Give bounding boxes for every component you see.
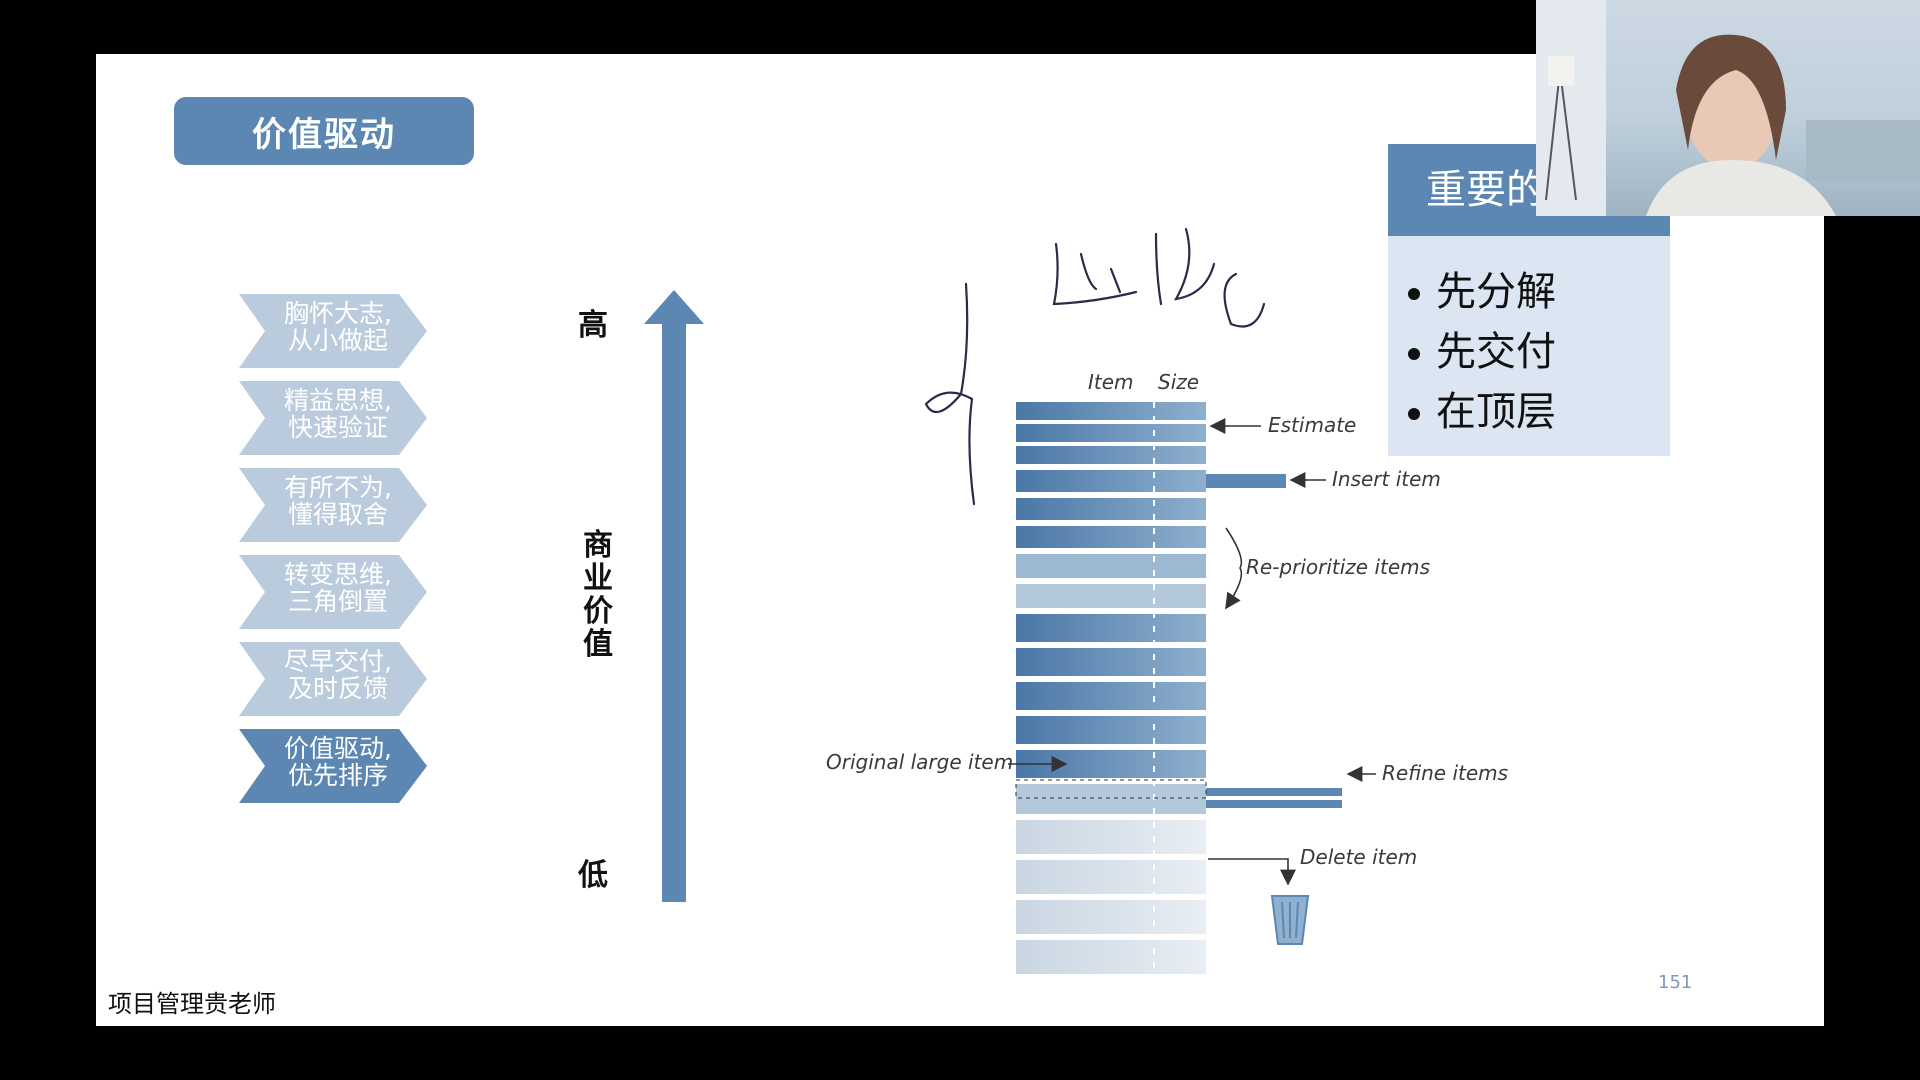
important-item: 先分解 bbox=[1404, 262, 1664, 322]
chevron-shape bbox=[239, 642, 427, 716]
chevron-shape bbox=[239, 381, 427, 455]
slide-title: 价值驱动 bbox=[174, 97, 474, 165]
principle-line1: 转变思维, bbox=[284, 560, 392, 589]
principle-line2: 懂得取舍 bbox=[287, 500, 388, 529]
chevron-shape bbox=[239, 468, 427, 542]
col-size-header: Size bbox=[1158, 370, 1199, 394]
slide: 价值驱动 胸怀大志,从小做起 精益思想,快速验证 有所不为,懂得取舍 转变思维,… bbox=[96, 54, 1824, 1026]
principle-line2: 快速验证 bbox=[287, 413, 388, 442]
chevron-shape bbox=[239, 729, 427, 803]
original-large-item-label: Original large item bbox=[826, 750, 1013, 774]
principle-line2: 从小做起 bbox=[287, 326, 388, 355]
important-box: 重要的 先分解 先交付 在顶层 bbox=[1388, 144, 1670, 456]
refine-items-label: Refine items bbox=[1382, 761, 1508, 785]
delete-item-label: Delete item bbox=[1300, 845, 1417, 869]
principle-line1: 胸怀大志, bbox=[284, 299, 392, 328]
important-list: 先分解 先交付 在顶层 bbox=[1404, 262, 1664, 442]
principle-item: 转变思维,三角倒置 bbox=[239, 555, 427, 629]
estimate-label: Estimate bbox=[1268, 413, 1356, 437]
important-item: 先交付 bbox=[1404, 322, 1664, 382]
principle-line1: 尽早交付, bbox=[284, 647, 392, 676]
bullet-icon bbox=[1408, 408, 1420, 420]
principle-item: 精益思想,快速验证 bbox=[239, 381, 427, 455]
important-item: 在顶层 bbox=[1404, 382, 1664, 442]
chevron-shape bbox=[239, 555, 427, 629]
principle-line1: 精益思想, bbox=[284, 386, 392, 415]
bullet-icon bbox=[1408, 288, 1420, 300]
handwriting-annotation bbox=[924, 227, 1266, 506]
insert-item-label: Insert item bbox=[1332, 467, 1441, 491]
principle-line1: 有所不为, bbox=[284, 473, 392, 502]
bullet-icon bbox=[1408, 348, 1420, 360]
principle-line2: 优先排序 bbox=[287, 761, 388, 790]
principle-item-active: 价值驱动,优先排序 bbox=[239, 729, 427, 803]
axis-mid-label: 商 业 价 值 bbox=[583, 528, 613, 662]
principle-item: 有所不为,懂得取舍 bbox=[239, 468, 427, 542]
principle-line2: 三角倒置 bbox=[287, 587, 388, 616]
reprioritize-label: Re-prioritize items bbox=[1246, 555, 1430, 579]
backlog-diagram: Item Size bbox=[716, 174, 1536, 998]
principle-line2: 及时反馈 bbox=[287, 674, 388, 703]
principle-item: 尽早交付,及时反馈 bbox=[239, 642, 427, 716]
page-number: 151 bbox=[1658, 972, 1693, 993]
col-item-header: Item bbox=[1088, 370, 1134, 394]
trash-bin-icon bbox=[1270, 895, 1310, 945]
principle-line1: 价值驱动, bbox=[284, 734, 392, 763]
value-arrow bbox=[644, 290, 704, 902]
chevron-shape bbox=[239, 294, 427, 368]
axis-low-label: 低 bbox=[578, 858, 608, 893]
backlog-rows bbox=[1015, 402, 1342, 974]
webcam-video bbox=[1536, 0, 1920, 216]
principle-item: 胸怀大志,从小做起 bbox=[239, 294, 427, 368]
footer-author: 项目管理贵老师 bbox=[108, 990, 276, 1018]
axis-high-label: 高 bbox=[578, 308, 608, 343]
